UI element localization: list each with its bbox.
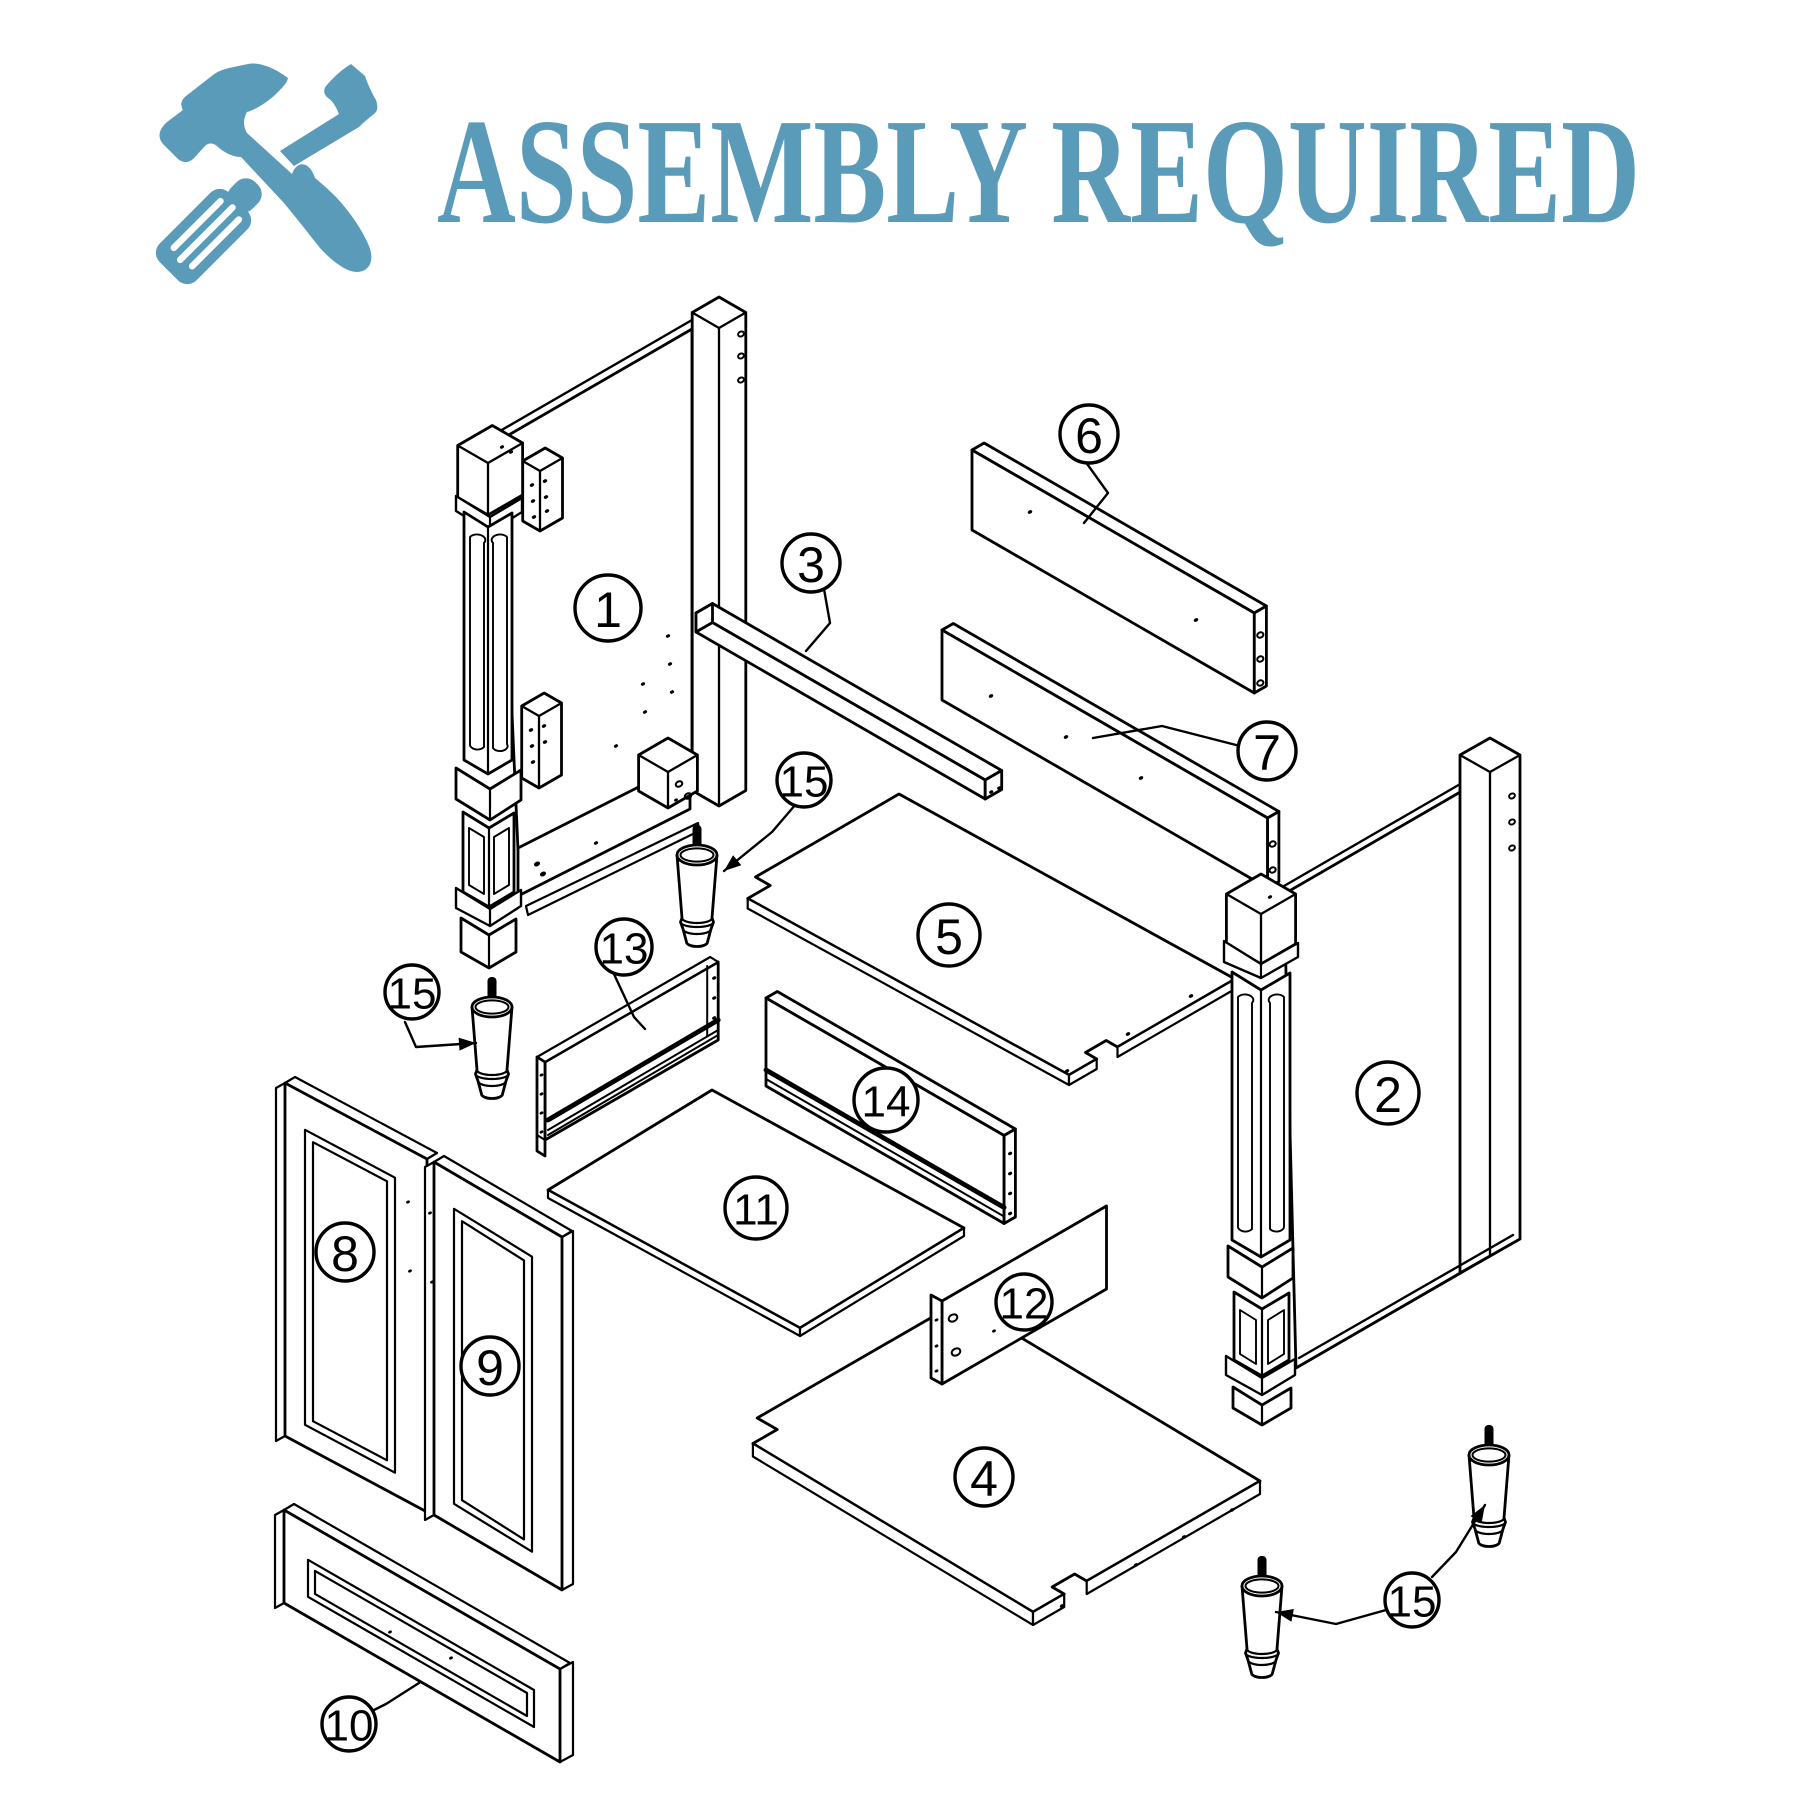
svg-text:15: 15: [388, 970, 437, 1019]
svg-text:14: 14: [862, 1078, 911, 1127]
svg-text:12: 12: [1000, 1280, 1049, 1329]
svg-text:3: 3: [797, 537, 825, 593]
svg-text:7: 7: [1253, 725, 1281, 781]
svg-text:10: 10: [325, 1702, 374, 1751]
svg-text:2: 2: [1374, 1067, 1402, 1123]
svg-text:ASSEMBLY REQUIRED: ASSEMBLY REQUIRED: [437, 87, 1640, 255]
svg-text:5: 5: [935, 909, 963, 965]
svg-text:9: 9: [476, 1340, 504, 1396]
svg-text:11: 11: [733, 1186, 779, 1235]
svg-text:4: 4: [970, 1451, 998, 1507]
svg-text:13: 13: [600, 925, 649, 974]
svg-text:6: 6: [1075, 408, 1103, 464]
svg-text:15: 15: [780, 758, 829, 807]
svg-text:1: 1: [594, 582, 622, 638]
svg-text:8: 8: [331, 1226, 359, 1282]
svg-text:15: 15: [1388, 1578, 1437, 1627]
